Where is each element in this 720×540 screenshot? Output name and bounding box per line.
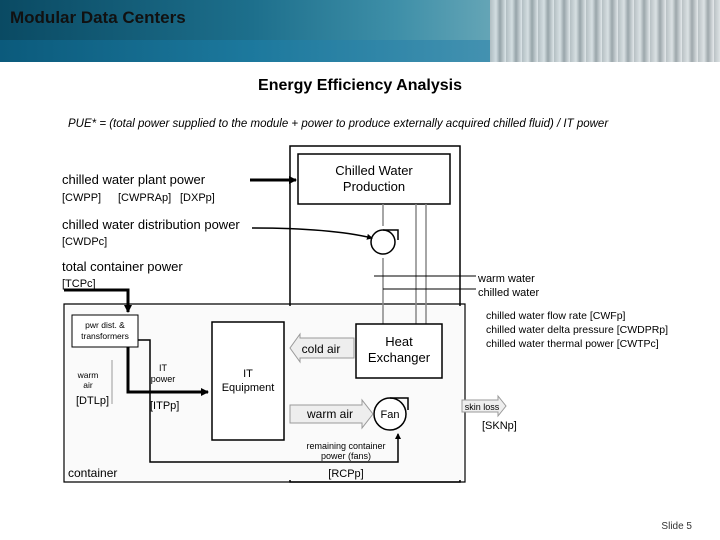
- it-equipment-box: [211, 321, 285, 441]
- server-rack-image: [490, 0, 720, 62]
- it-power-arrow: [126, 347, 209, 396]
- remaining-line2: power (fans): [321, 451, 371, 461]
- hx-line2: Exchanger: [368, 350, 431, 365]
- slide-number: Slide 5: [661, 521, 692, 532]
- distribution-power-label: chilled water distribution power: [62, 217, 240, 232]
- fan-outlet: [390, 397, 409, 410]
- header-banner: Modular Data Centers: [0, 0, 720, 62]
- skin-loss-label: skin loss: [465, 402, 500, 412]
- it-line1: IT: [243, 368, 253, 380]
- total-container-power-arrow: [64, 288, 132, 313]
- remaining-line1: remaining container: [306, 441, 385, 451]
- fan-label: Fan: [381, 409, 400, 421]
- container-label: container: [68, 466, 117, 480]
- cwp-line1: Chilled Water: [335, 163, 413, 178]
- power-distribution-box: [71, 314, 139, 348]
- cwpp-label: [CWPP]: [62, 192, 101, 204]
- remaining-power-line: [138, 339, 401, 463]
- it-power-line2: power: [151, 374, 176, 384]
- dtl-label: [DTLp]: [76, 395, 109, 407]
- total-container-power-label: total container power: [62, 259, 183, 274]
- cold-air-label: cold air: [302, 342, 341, 356]
- hx-line1: Heat: [385, 334, 413, 349]
- header-strip: [0, 40, 500, 62]
- chilled-water-label: chilled water: [478, 287, 539, 299]
- itp-label: [ITPp]: [150, 400, 179, 412]
- warm-air-small-2: air: [83, 380, 93, 390]
- cwp-line2: Production: [343, 179, 405, 194]
- flow-rate-label: chilled water flow rate [CWFp]: [486, 310, 626, 322]
- warm-air-small-1: warm: [77, 370, 99, 380]
- dxp-label: [DXPp]: [180, 192, 215, 204]
- cwdp-label: [CWDPc]: [62, 236, 107, 248]
- plant-power-label: chilled water plant power: [62, 172, 206, 187]
- pump-outlet: [383, 229, 399, 240]
- heat-exchanger-box: [355, 323, 443, 379]
- container-boundary: [63, 303, 466, 483]
- distribution-power-arrow: [251, 227, 373, 240]
- warm-air-label: warm air: [306, 407, 353, 421]
- warm-air-arrow: [289, 398, 374, 430]
- rcp-label: [RCPp]: [328, 468, 363, 480]
- cwpra-label: [CWPRAp]: [118, 192, 171, 204]
- slide-subtitle: Energy Efficiency Analysis: [258, 77, 462, 94]
- warm-water-label: warm water: [477, 273, 535, 285]
- pd-line1: pwr dist. &: [85, 320, 125, 330]
- thermal-power-label: chilled water thermal power [CWTPc]: [486, 338, 659, 350]
- skn-label: [SKNp]: [482, 420, 517, 432]
- pump-icon: [370, 229, 396, 255]
- pd-line2: transformers: [81, 331, 129, 341]
- delta-pressure-label: chilled water delta pressure [CWDPRp]: [486, 324, 668, 336]
- cold-air-arrow: [289, 332, 355, 364]
- chilled-water-production-box: [297, 153, 451, 205]
- pue-formula: PUE* = (total power supplied to the modu…: [68, 118, 609, 130]
- it-line2: Equipment: [222, 382, 275, 394]
- skin-loss-arrow: [461, 394, 507, 418]
- it-power-line1: IT: [159, 363, 168, 373]
- header-title: Modular Data Centers: [10, 8, 186, 27]
- tcp-label: [TCPc]: [62, 278, 96, 290]
